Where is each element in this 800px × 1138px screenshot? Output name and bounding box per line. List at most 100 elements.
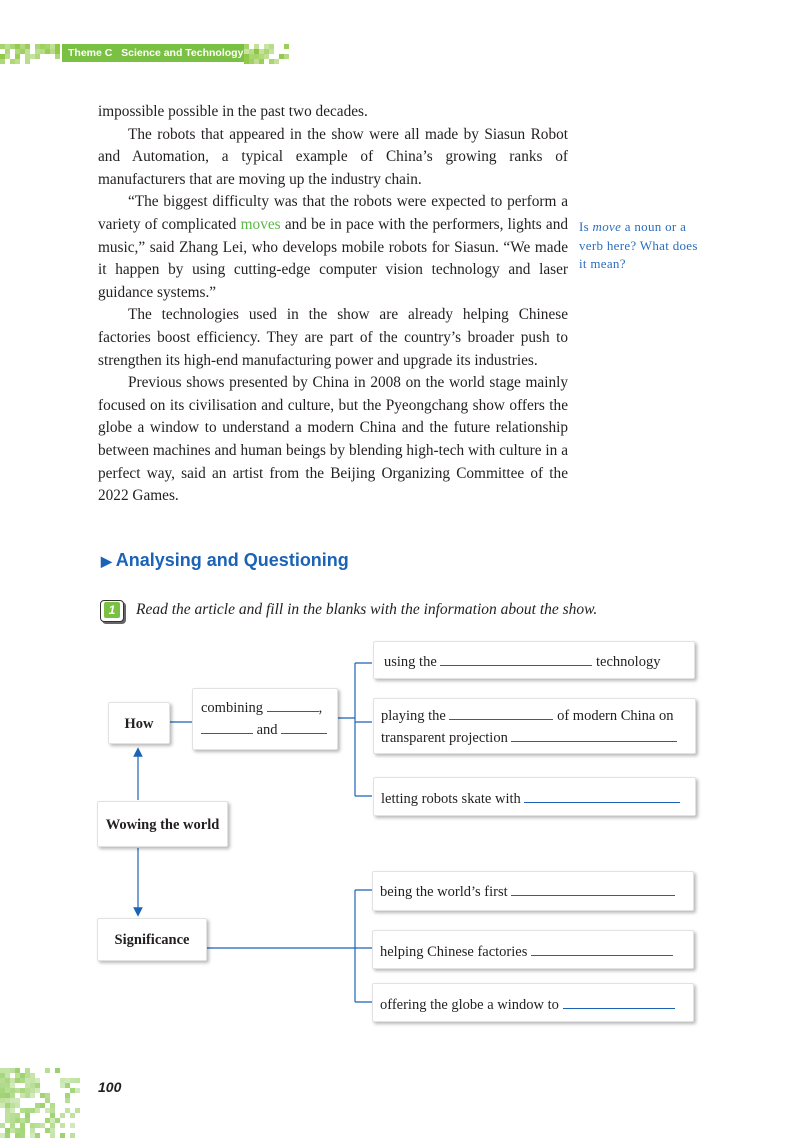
- combining-label: combining: [201, 700, 264, 716]
- blank[interactable]: [281, 719, 328, 734]
- blank[interactable]: [562, 994, 675, 1009]
- pixel: [10, 1078, 15, 1083]
- pixel: [70, 1088, 75, 1093]
- pixel: [15, 59, 20, 64]
- paragraph: impossible possible in the past two deca…: [98, 103, 368, 120]
- pixel: [0, 1068, 5, 1073]
- pixel: [0, 1088, 5, 1093]
- pixel: [25, 1113, 30, 1118]
- pixel: [10, 1108, 15, 1113]
- pixel: [254, 44, 259, 49]
- pixel: [25, 1073, 30, 1078]
- pixel: [0, 54, 5, 59]
- pixel: [25, 1088, 30, 1093]
- pixel: [30, 1108, 35, 1113]
- paragraph: “The biggest difficulty was that the rob…: [98, 191, 568, 304]
- pixel: [0, 1093, 5, 1098]
- pixel: [284, 44, 289, 49]
- pixel: [269, 49, 274, 54]
- pixel: [15, 1118, 20, 1123]
- pixel: [25, 54, 30, 59]
- pixel: [60, 1123, 65, 1128]
- side-note-word: move: [592, 219, 622, 234]
- footer-pixel-decoration: [0, 1068, 90, 1138]
- pixel: [20, 1123, 25, 1128]
- pixel: [10, 44, 15, 49]
- pixel: [259, 49, 264, 54]
- blank[interactable]: [449, 705, 554, 720]
- pixel: [15, 54, 20, 59]
- blank[interactable]: [440, 651, 593, 666]
- blank[interactable]: [511, 727, 678, 742]
- pixel: [35, 1103, 40, 1108]
- blank[interactable]: [524, 788, 681, 803]
- pixel: [269, 44, 274, 49]
- pixel: [10, 1098, 15, 1103]
- pixel: [70, 1123, 75, 1128]
- pixel: [60, 1078, 65, 1083]
- pixel: [15, 1113, 20, 1118]
- pixel: [5, 1093, 10, 1098]
- blank[interactable]: [201, 719, 253, 734]
- comma: ,: [318, 700, 323, 716]
- pixel: [5, 1088, 10, 1093]
- pixel: [5, 1073, 10, 1078]
- pixel: [50, 1123, 55, 1128]
- how-item-playing: playing the of modern China on transpare…: [373, 698, 696, 754]
- item-text: helping Chinese factories: [380, 944, 528, 960]
- pixel: [30, 1123, 35, 1128]
- pixel: [45, 1128, 50, 1133]
- how-item-skate: letting robots skate with: [373, 777, 696, 816]
- triangle-icon: ▶: [101, 553, 112, 569]
- pixel: [25, 1093, 30, 1098]
- blank[interactable]: [511, 881, 676, 896]
- theme-banner: Theme C Science and Technology: [62, 44, 244, 62]
- pixel: [40, 1093, 45, 1098]
- pixel: [244, 59, 249, 64]
- pixel: [20, 1088, 25, 1093]
- pixel: [60, 1113, 65, 1118]
- pixel: [259, 59, 264, 64]
- pixel: [0, 1123, 5, 1128]
- pixel: [5, 1133, 10, 1138]
- paragraph: The robots that appeared in the show wer…: [98, 125, 568, 188]
- pixel: [254, 49, 259, 54]
- sig-item-window: offering the globe a window to: [372, 983, 694, 1022]
- pixel: [15, 1088, 20, 1093]
- pixel: [30, 1078, 35, 1083]
- pixel: [20, 49, 25, 54]
- pixel: [50, 1118, 55, 1123]
- pixel: [25, 59, 30, 64]
- sig-item-factories: helping Chinese factories: [372, 930, 694, 969]
- blank[interactable]: [266, 697, 319, 712]
- pixel: [20, 1118, 25, 1123]
- pixel: [259, 54, 264, 59]
- pixel: [20, 1073, 25, 1078]
- pixel: [65, 1108, 70, 1113]
- pixel: [249, 49, 254, 54]
- item-text: letting robots skate with: [381, 791, 521, 807]
- center-box: Wowing the world: [97, 801, 228, 847]
- pixel: [45, 49, 50, 54]
- how-item-technology: using the technology: [373, 641, 695, 679]
- pixel: [0, 59, 5, 64]
- pixel: [25, 44, 30, 49]
- pixel: [10, 1068, 15, 1073]
- pixel: [25, 1118, 30, 1123]
- pixel: [65, 1078, 70, 1083]
- how-box: How: [108, 702, 170, 744]
- pixel: [25, 1083, 30, 1088]
- item-text: using the: [384, 654, 437, 670]
- blank[interactable]: [531, 941, 673, 956]
- pixel: [70, 1113, 75, 1118]
- pixel: [0, 44, 5, 49]
- pixel: [65, 1098, 70, 1103]
- pixel: [25, 1108, 30, 1113]
- section-heading: ▶Analysing and Questioning: [101, 550, 349, 571]
- pixel: [70, 1078, 75, 1083]
- pixel: [55, 44, 60, 49]
- pixel: [55, 1068, 60, 1073]
- pixel: [10, 1088, 15, 1093]
- pixel: [25, 1068, 30, 1073]
- pixel: [50, 1133, 55, 1138]
